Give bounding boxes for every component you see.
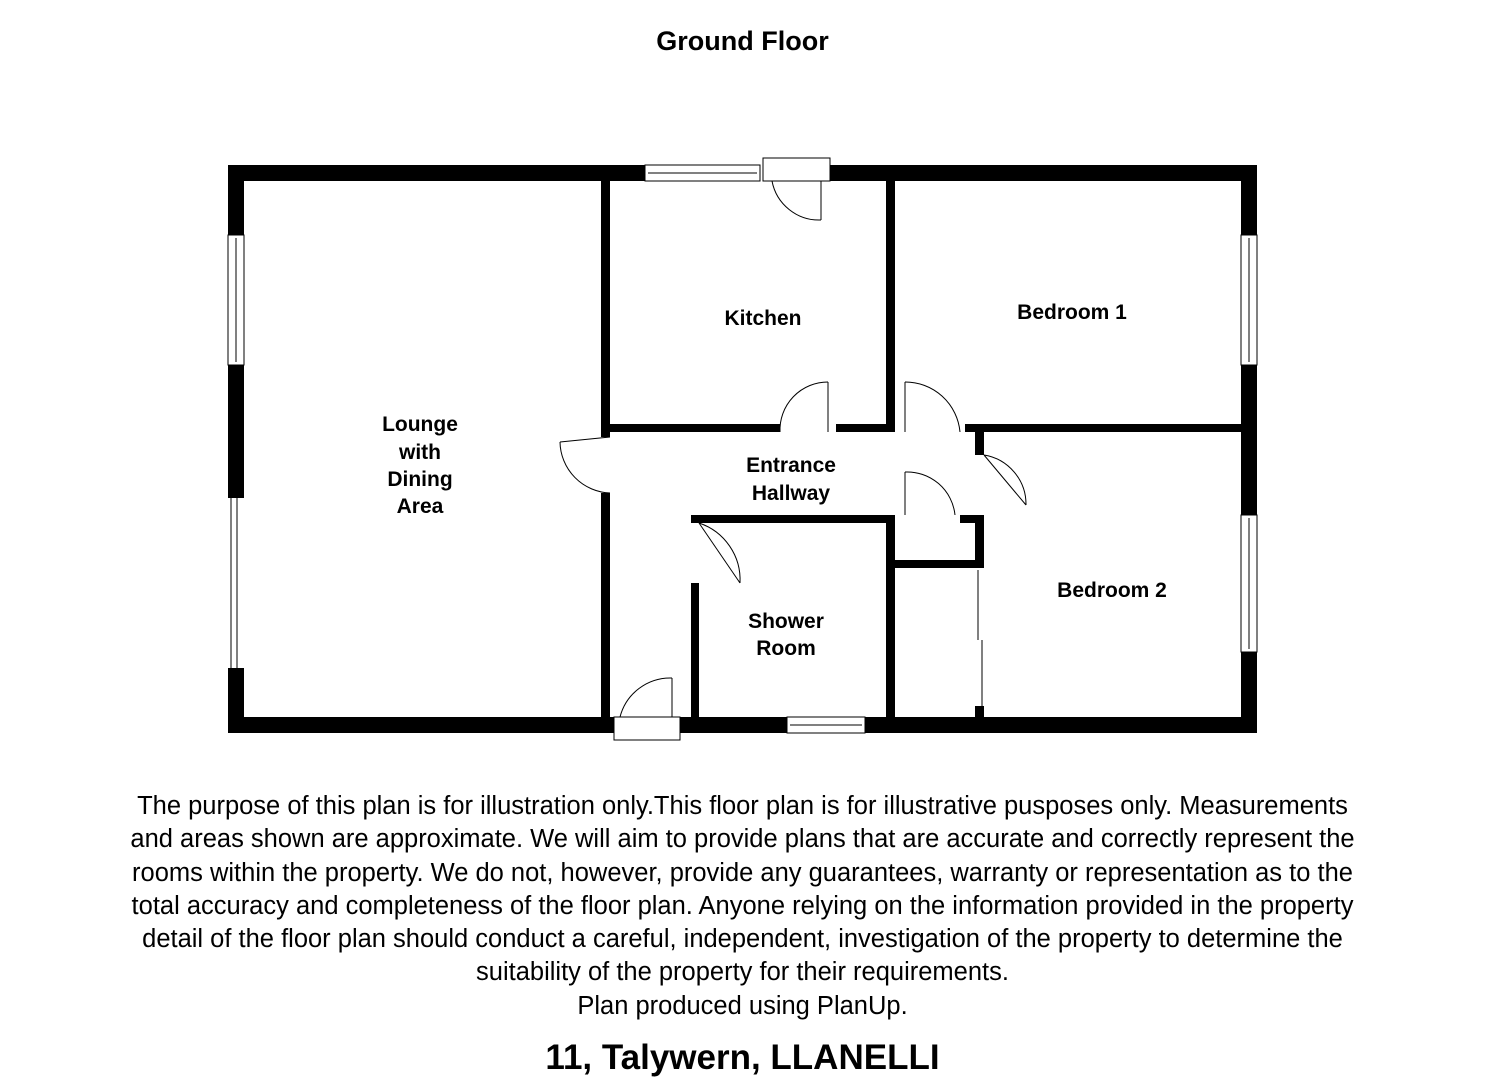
floor-title: Ground Floor — [656, 26, 829, 56]
room-label-shower-1: Shower — [748, 610, 824, 633]
doors — [559, 157, 1027, 741]
room-labels: Lounge with Dining Area Kitchen Bedroom … — [382, 301, 1167, 660]
walls — [228, 165, 1257, 733]
room-label-lounge-4: Area — [397, 495, 444, 518]
disclaimer-line: Plan produced using PlanUp. — [577, 991, 908, 1020]
room-label-hallway-2: Hallway — [752, 482, 831, 505]
room-label-lounge-1: Lounge — [382, 413, 458, 436]
disclaimer-line: The purpose of this plan is for illustra… — [137, 792, 1348, 820]
room-label-kitchen: Kitchen — [724, 307, 801, 330]
room-label-shower-2: Room — [756, 637, 816, 660]
disclaimer-line: total accuracy and completeness of the f… — [131, 891, 1354, 920]
room-label-lounge-2: with — [398, 441, 441, 464]
disclaimer-line: and areas shown are approximate. We will… — [130, 825, 1355, 854]
floor-plan: Lounge with Dining Area Kitchen Bedroom … — [227, 157, 1258, 741]
room-label-bedroom-1: Bedroom 1 — [1017, 301, 1127, 324]
room-label-lounge-3: Dining — [387, 468, 452, 491]
disclaimer: The purpose of this plan is for illustra… — [20, 790, 1465, 1023]
disclaimer-line: suitability of the property for their re… — [476, 958, 1009, 987]
room-label-hallway-1: Entrance — [746, 454, 836, 477]
disclaimer-line: detail of the floor plan should conduct … — [142, 925, 1343, 954]
windows — [227, 164, 1258, 734]
room-label-bedroom-2: Bedroom 2 — [1057, 579, 1167, 602]
property-address: 11, Talywern, LLANELLI — [545, 1038, 940, 1077]
disclaimer-line: rooms within the property. We do not, ho… — [132, 858, 1353, 887]
